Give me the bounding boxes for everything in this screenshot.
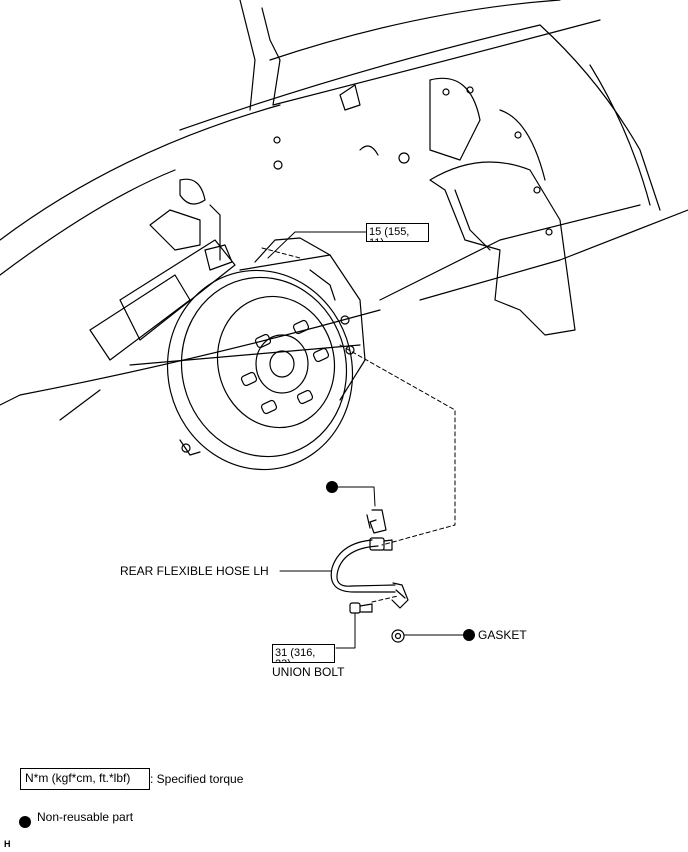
- hose-label: REAR FLEXIBLE HOSE LH: [120, 564, 269, 578]
- union-bolt-part: [335, 602, 373, 649]
- legend-nonreusable-text: Non-reusable part: [37, 810, 134, 824]
- torque-callout-top: 15 (155, 11): [366, 223, 429, 242]
- clip-part: [337, 486, 387, 534]
- vehicle-body-outline: [0, 0, 688, 421]
- legend-torque-text: : Specified torque: [150, 772, 244, 786]
- brake-disc-assembly: [166, 237, 366, 471]
- nonreusable-dot-gasket: [463, 629, 475, 641]
- figure-code: H: [4, 839, 11, 849]
- union-bolt-label: UNION BOLT: [272, 665, 345, 679]
- legend-nonreusable-dot: [19, 816, 31, 828]
- torque-leader-top: [267, 231, 369, 259]
- rear-flexible-hose: [279, 537, 409, 609]
- nonreusable-dot-clip: [326, 481, 338, 493]
- gasket-part: [391, 629, 466, 643]
- assembly-guide-lines: [261, 247, 456, 603]
- wheel-studs: [240, 319, 330, 415]
- legend-torque-box: N*m (kgf*cm, ft.*lbf): [20, 768, 150, 790]
- gasket-label: GASKET: [478, 628, 527, 642]
- torque-callout-bottom: 31 (316, 23): [272, 644, 335, 663]
